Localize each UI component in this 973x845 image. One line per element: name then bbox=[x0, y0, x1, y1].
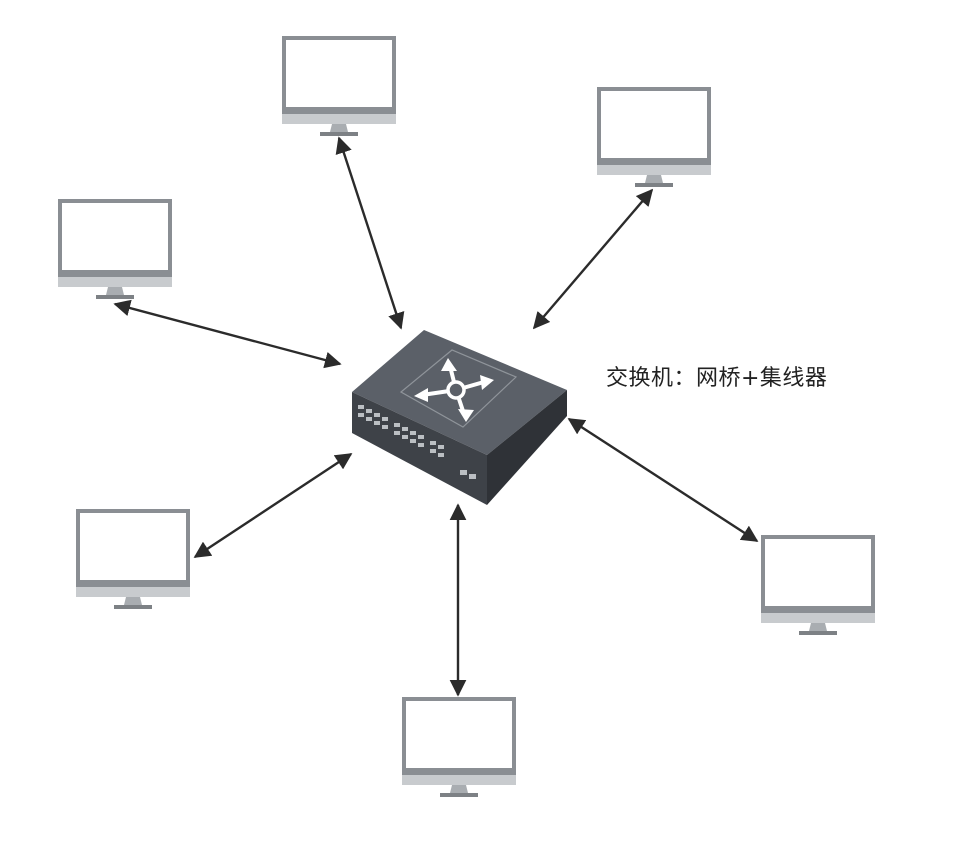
monitor-icon bbox=[76, 509, 190, 609]
monitor-icon bbox=[282, 36, 396, 136]
monitor-icon bbox=[402, 697, 516, 797]
switch-label: 交换机：网桥+集线器 bbox=[606, 366, 828, 391]
computer-top bbox=[282, 36, 396, 136]
computer-left bbox=[58, 199, 172, 299]
link-pc-top bbox=[335, 136, 405, 330]
link-pc-right bbox=[567, 417, 759, 543]
links bbox=[113, 136, 759, 697]
computer-bottom bbox=[402, 697, 516, 797]
computer-top-right bbox=[597, 87, 711, 187]
computer-right bbox=[761, 535, 875, 635]
computer-bottom-left bbox=[76, 509, 190, 609]
link-pc-bottom-left bbox=[193, 452, 353, 559]
monitor-icon bbox=[597, 87, 711, 187]
monitor-icon bbox=[761, 535, 875, 635]
link-pc-left bbox=[113, 299, 342, 369]
monitor-icon bbox=[58, 199, 172, 299]
network-switch-icon bbox=[352, 330, 567, 505]
link-pc-top-right bbox=[532, 188, 654, 330]
